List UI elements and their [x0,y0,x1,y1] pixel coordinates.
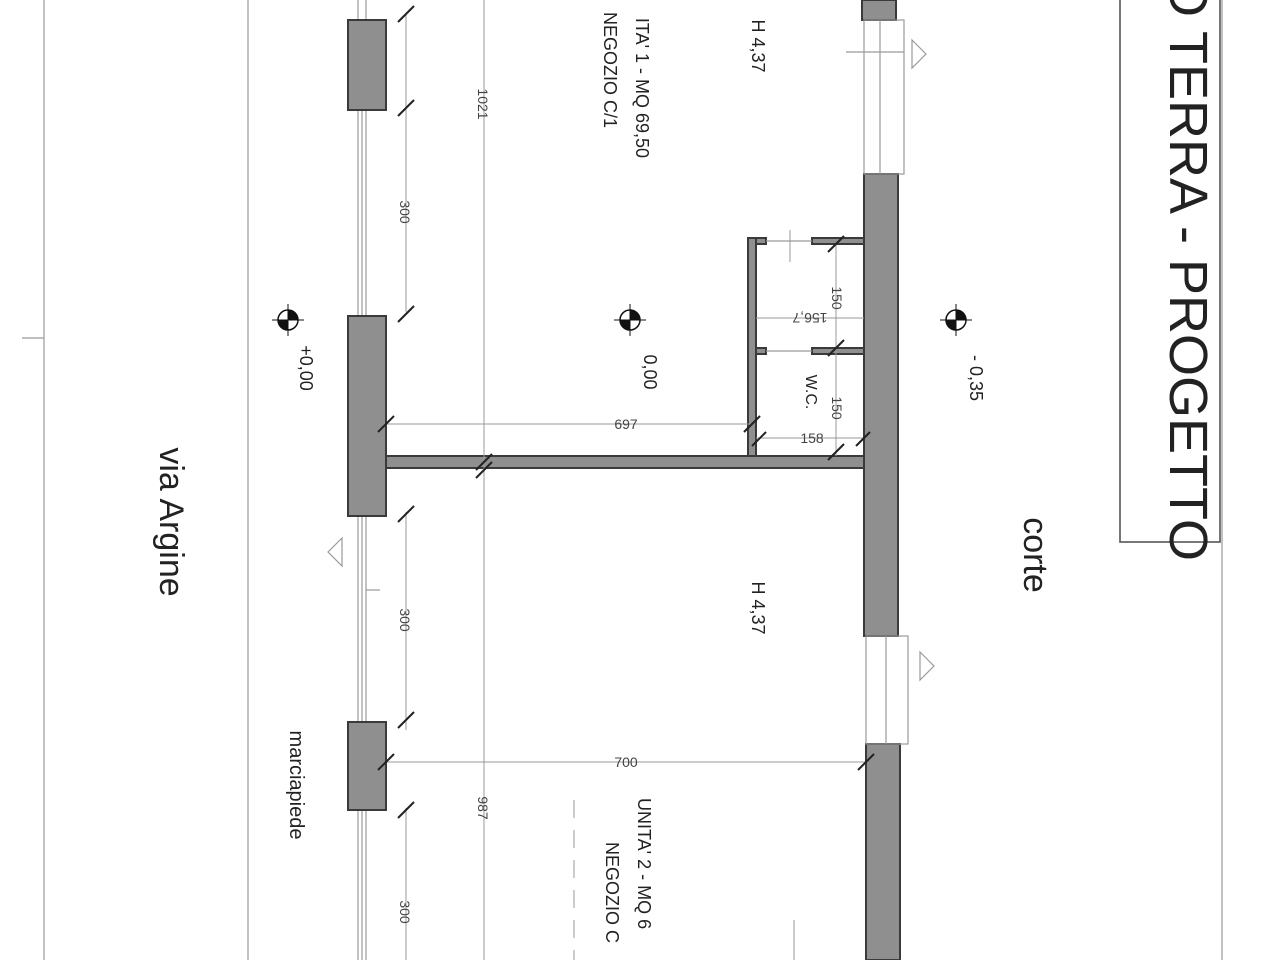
dim-tick-w1b [397,99,415,117]
dim-300-label-1: 300 [397,200,413,224]
dividing-wall [385,455,865,469]
dim-156-label: 156,7 [792,310,827,326]
door-east-1-arrow [911,38,927,70]
dim-tick-wc-c [827,443,845,461]
dim-987-label: 987 [475,796,491,820]
dim-tick-w1c [397,305,415,323]
pillar-west-2 [347,315,387,517]
dim-tick-700b [857,753,875,771]
door-east-2-arrow [919,650,935,682]
dim-tick-w2b [397,711,415,729]
wc-wall-mid-left [755,347,767,355]
dim-tick-w1a [397,5,415,23]
dim-300-label-2: 300 [397,608,413,632]
door-east-1 [863,19,905,175]
pillar-west-3 [347,721,387,811]
dim-150-label-1: 150 [829,286,845,310]
pillar-east-top [861,0,897,21]
door-west-arrow [327,536,343,568]
east-wall-2 [865,743,901,960]
level-marker-interior [614,304,646,336]
level-interior-label: 0,00 [640,354,660,389]
dim-300-label-3: 300 [397,900,413,924]
courtyard-label: corte [1016,517,1054,593]
dim-tick-2 [475,461,493,479]
wc-wall-mid-right [811,347,865,355]
east-wall-1 [863,173,899,637]
door-east-2 [865,635,909,745]
dim-158-label: 158 [800,430,824,446]
sidewalk-label: marciapiede [285,731,307,840]
level-marker-courtyard [940,304,972,336]
dim-tick-697b [743,415,761,433]
dim-tick-700a [377,753,395,771]
dim-tick-wc-b [827,339,845,357]
unit1-height-label: H 4,37 [748,19,768,72]
title-box [1119,0,1221,543]
dim-697-label: 697 [614,416,638,432]
unit2-height-label: H 4,37 [748,581,768,634]
unit1-area-label: ITA' 1 - MQ 69,50 [632,18,652,158]
dim-150-label-2: 150 [829,396,845,420]
dim-tick-1 [475,453,493,471]
unit1-type-label: NEGOZIO C/1 [600,12,620,128]
level-street-label: +0,00 [296,345,316,391]
pillar-west-1 [347,19,387,111]
dim-tick-wc-a [827,235,845,253]
unit2-area-label: UNITA' 2 - MQ 6 [634,798,654,929]
street-label: via Argine [152,447,190,596]
dim-tick-697a [377,415,395,433]
dim-1021-label: 1021 [475,88,491,119]
dim-tick-w3a [397,801,415,819]
unit2-type-label: NEGOZIO C [602,842,622,943]
wc-label: W.C. [802,375,819,410]
dim-tick-158b [855,431,871,447]
wc-wall-top-left [755,237,767,245]
dim-700-label: 700 [614,754,638,770]
level-marker-street [272,304,304,336]
dim-tick-w2a [397,505,415,523]
dim-tick-158a [751,431,767,447]
level-courtyard-label: - 0,35 [966,355,986,401]
title-text: O TERRA - PROGETTO [1158,0,1218,561]
